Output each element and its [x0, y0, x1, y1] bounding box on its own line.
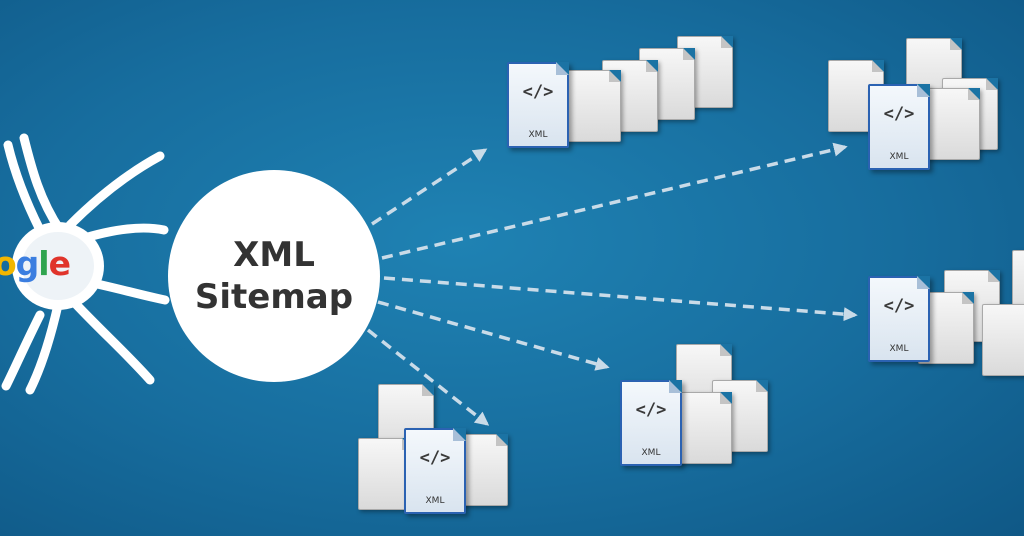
document-cluster-top: </> XML — [505, 36, 745, 156]
code-glyph: </> — [883, 296, 915, 316]
xml-document-icon: </> XML — [404, 428, 466, 514]
xml-document-icon: </> XML — [620, 380, 682, 466]
logo-letter-e: e — [48, 244, 71, 283]
arrow-to-right-cluster — [383, 276, 858, 322]
document-cluster-right: </> XML — [868, 250, 1024, 380]
xml-label: XML — [889, 344, 909, 354]
logo-letter-g: g — [15, 244, 40, 283]
code-glyph: </> — [883, 104, 915, 124]
document-cluster-middle: </> XML — [618, 344, 778, 470]
page-document-icon — [677, 36, 733, 108]
xml-label: XML — [641, 448, 661, 458]
hub-title-line2: Sitemap — [194, 277, 354, 317]
code-glyph: </> — [635, 400, 667, 420]
arrow-to-top-cluster — [371, 148, 488, 226]
xml-document-icon: </> XML — [507, 62, 569, 148]
spider-icon — [1, 133, 170, 395]
arrow-to-top-right-cluster — [381, 142, 848, 260]
document-cluster-top-right: </> XML — [826, 38, 1016, 170]
xml-label: XML — [425, 496, 445, 506]
google-logo: ogle — [0, 244, 71, 283]
page-document-icon — [924, 88, 980, 160]
xml-document-icon: </> XML — [868, 84, 930, 170]
xml-sitemap-hub: XML Sitemap — [168, 170, 380, 382]
arrow-to-middle-cluster — [377, 300, 610, 371]
code-glyph: </> — [419, 448, 451, 468]
xml-document-icon: </> XML — [868, 276, 930, 362]
page-document-icon — [676, 392, 732, 464]
page-document-icon — [565, 70, 621, 142]
arrow-to-bottom-cluster — [366, 328, 490, 426]
xml-label: XML — [528, 130, 548, 140]
hub-title-line1: XML — [233, 235, 315, 275]
xml-label: XML — [889, 152, 909, 162]
document-cluster-bottom: </> XML — [358, 384, 518, 520]
logo-letter-l: l — [38, 244, 49, 283]
code-glyph: </> — [522, 82, 554, 102]
page-document-icon — [982, 304, 1024, 376]
logo-letter-o: o — [0, 244, 17, 283]
